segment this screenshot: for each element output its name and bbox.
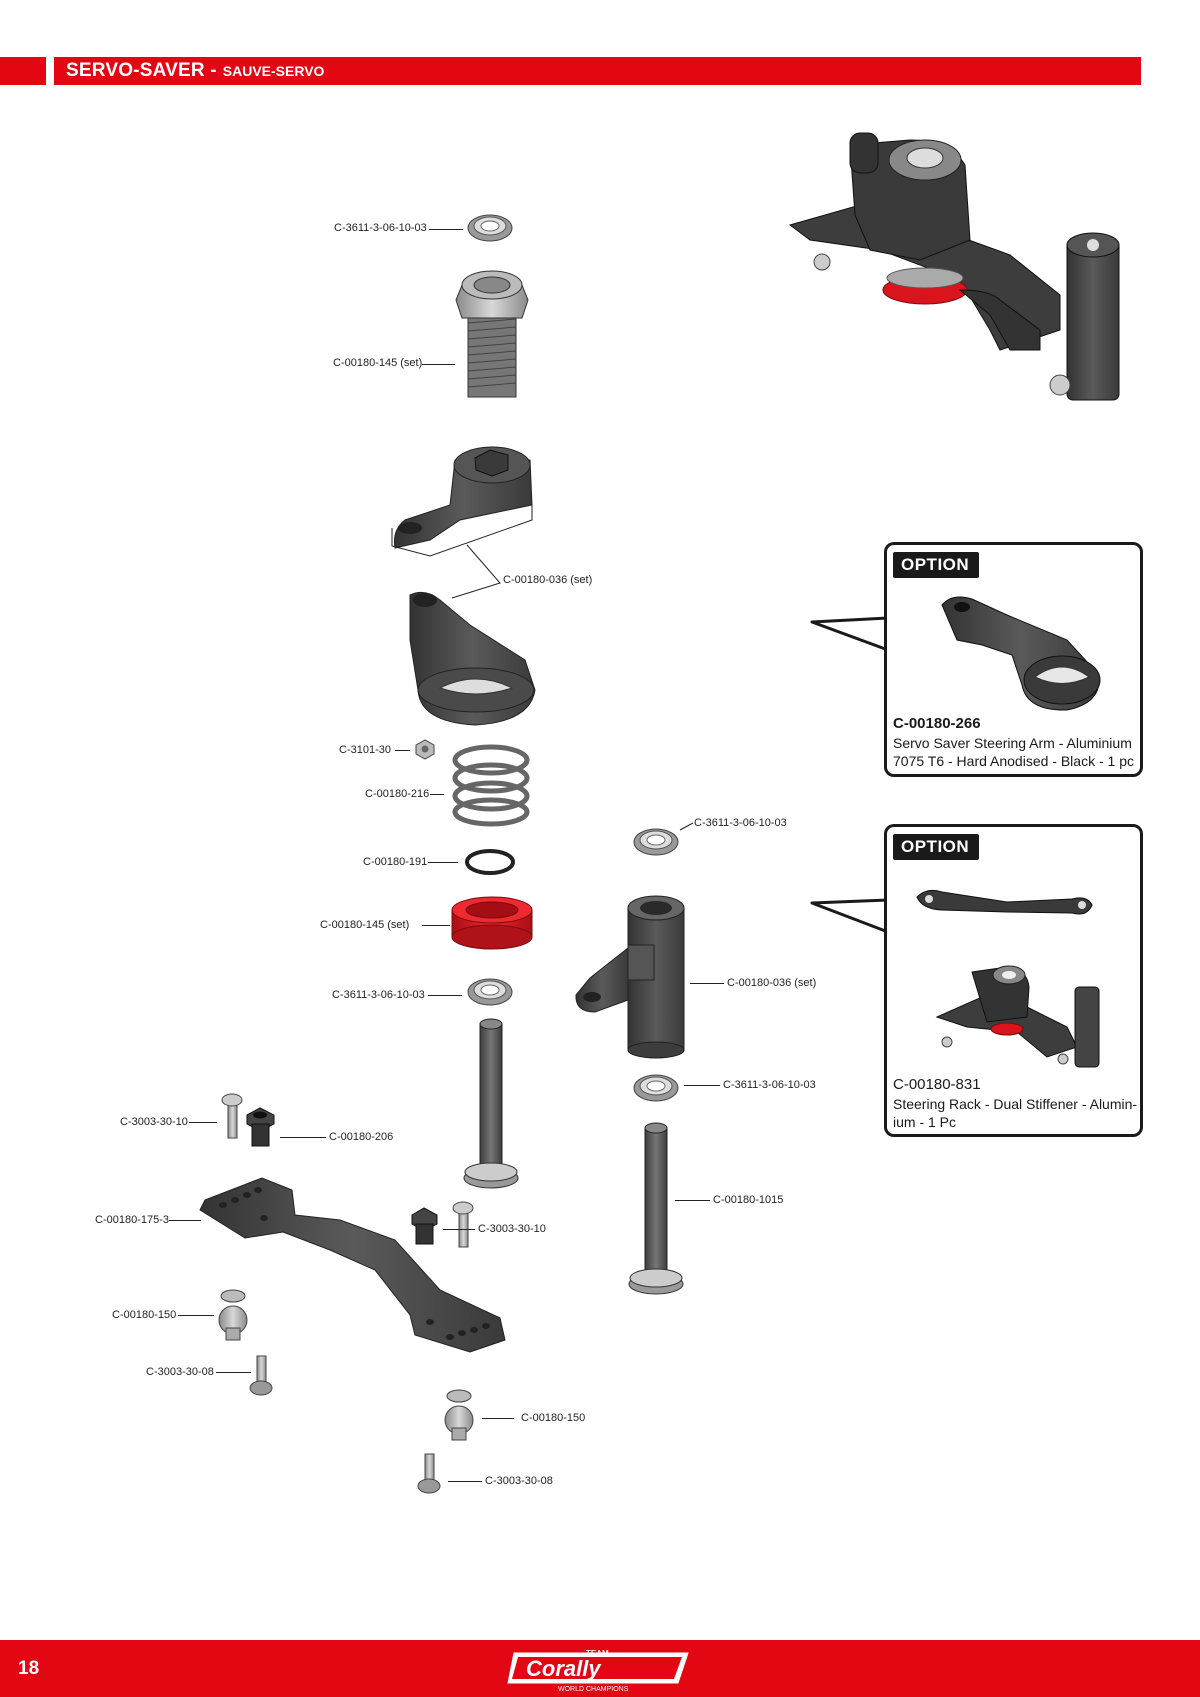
screw-4 — [417, 1453, 441, 1494]
part-label: C-3003-30-08 — [146, 1366, 214, 1378]
part-label: C-3003-30-10 — [478, 1223, 546, 1235]
logo-main-text: Corally — [526, 1656, 602, 1681]
spring — [452, 744, 530, 827]
steering-rack-option-image — [916, 889, 1100, 1068]
part-label: C-3611-3-06-10-03 — [694, 817, 787, 829]
part-label: C-3003-30-10 — [120, 1116, 188, 1128]
leader-line — [178, 1315, 214, 1316]
screw-2 — [452, 1201, 474, 1248]
part-label: C-00180-206 — [329, 1131, 394, 1143]
assembled-servo-saver — [788, 132, 1120, 401]
leader-line — [690, 983, 724, 984]
screw-1 — [221, 1093, 243, 1139]
leader-line — [395, 750, 410, 751]
part-label: C-00180-145 (set) — [333, 357, 423, 369]
shaft-right — [628, 1122, 684, 1295]
screw-3 — [249, 1355, 273, 1396]
steering-rack — [199, 1177, 506, 1353]
bushing-2 — [411, 1207, 438, 1245]
logo-bottom-text: WORLD CHAMPIONS — [558, 1686, 629, 1693]
steering-arm-lower — [409, 591, 536, 726]
leader-line — [189, 1122, 217, 1123]
leader-line — [443, 1229, 475, 1230]
option-code: C-00180-831 — [893, 1076, 981, 1093]
option-callout-2: OPTION C-00180-831 Steering Rack - Dual … — [884, 824, 1143, 1137]
part-label: C-00180-1015 — [713, 1194, 784, 1206]
section-title: SERVO-SAVER - — [66, 60, 217, 81]
option-tag: OPTION — [893, 552, 980, 578]
leader-line — [280, 1137, 326, 1138]
leader-line — [448, 1481, 482, 1482]
team-corally-logo: TEAM Corally WORLD CHAMPIONS — [507, 1649, 689, 1693]
leader-line — [684, 1085, 720, 1086]
bushing — [246, 1107, 275, 1147]
threaded-post — [455, 270, 529, 398]
part-label: C-00180-216 — [365, 788, 430, 800]
leader-line — [216, 1372, 251, 1373]
leader-line — [482, 1418, 514, 1419]
leader-line — [430, 794, 444, 795]
part-label: C-00180-036 (set) — [503, 574, 593, 586]
leader-line — [428, 862, 458, 863]
leader-line — [428, 995, 462, 996]
part-label: C-3003-30-08 — [485, 1475, 553, 1487]
o-ring — [465, 849, 515, 875]
part-label: C-3611-3-06-10-03 — [332, 989, 425, 1001]
lock-nut — [415, 739, 435, 760]
part-label: C-00180-191 — [363, 856, 428, 868]
part-label: C-3101-30 — [339, 744, 391, 756]
part-label: C-00180-145 (set) — [320, 919, 410, 931]
ball-stud-2 — [444, 1389, 474, 1441]
leader-line — [169, 1220, 201, 1221]
option-tag: OPTION — [893, 834, 980, 860]
spring-adjuster-red — [451, 896, 533, 950]
bearing-2 — [467, 978, 513, 1006]
bearing-1 — [467, 214, 513, 242]
shaft-left — [463, 1018, 519, 1189]
part-label: C-3611-3-06-10-03 — [723, 1079, 816, 1091]
part-label: C-00180-150 — [521, 1412, 586, 1424]
option-description: Servo Saver Steering Arm - Aluminium 707… — [893, 735, 1134, 769]
part-label: C-3611-3-06-10-03 — [334, 222, 427, 234]
option-callout-1: OPTION C-00180-266 Servo Saver Steering … — [884, 542, 1143, 777]
section-subtitle: SAUVE-SERVO — [222, 63, 325, 79]
logo-top-text: TEAM — [586, 1649, 609, 1658]
bearing-3 — [633, 828, 679, 856]
leader-line — [429, 229, 463, 230]
option-description: Steering Rack - Dual Stiffener - Alumin-… — [893, 1096, 1138, 1130]
leader-line — [422, 364, 455, 365]
steering-arm-upper — [391, 446, 533, 557]
page-number: 18 — [18, 1658, 40, 1679]
part-label: C-00180-036 (set) — [727, 977, 817, 989]
part-label: C-00180-150 — [112, 1309, 177, 1321]
callout-pointer-1 — [810, 616, 889, 652]
section-header: SERVO-SAVER - SAUVE-SERVO — [54, 57, 1141, 85]
steering-post — [575, 895, 685, 1059]
header-accent — [0, 57, 46, 85]
callout-pointer-2 — [810, 898, 889, 934]
leader-line — [675, 1200, 710, 1201]
bearing-4 — [633, 1074, 679, 1102]
part-label: C-00180-175-3 — [95, 1214, 169, 1226]
leader-line — [422, 925, 450, 926]
option-code: C-00180-266 — [893, 715, 981, 732]
ball-stud-1 — [218, 1289, 248, 1341]
steering-arm-option-image — [941, 596, 1101, 711]
